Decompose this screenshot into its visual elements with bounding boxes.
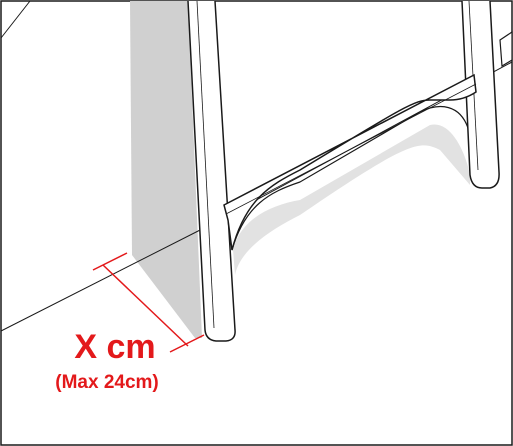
- dimension-extension-left: [92, 252, 128, 271]
- ladder-crossbar: [223, 73, 477, 251]
- wall-corner-line: [0, 0, 31, 39]
- crossbar-top-edge: [225, 83, 477, 215]
- max-distance-label: (Max 24cm): [55, 372, 159, 393]
- distance-label: X cm: [74, 328, 156, 366]
- dimension-extension-right: [169, 334, 205, 353]
- crossbar-arch-edge: [231, 105, 469, 251]
- ladder-left-leg-edge: [196, 0, 215, 329]
- dimension-line: [102, 264, 189, 347]
- wall-floor-line: [0, 225, 209, 332]
- wall-shadow: [130, 1, 202, 338]
- floor-shadow: [233, 124, 470, 276]
- right-edge-element: [499, 30, 513, 68]
- ladder-left-leg: [187, 0, 236, 342]
